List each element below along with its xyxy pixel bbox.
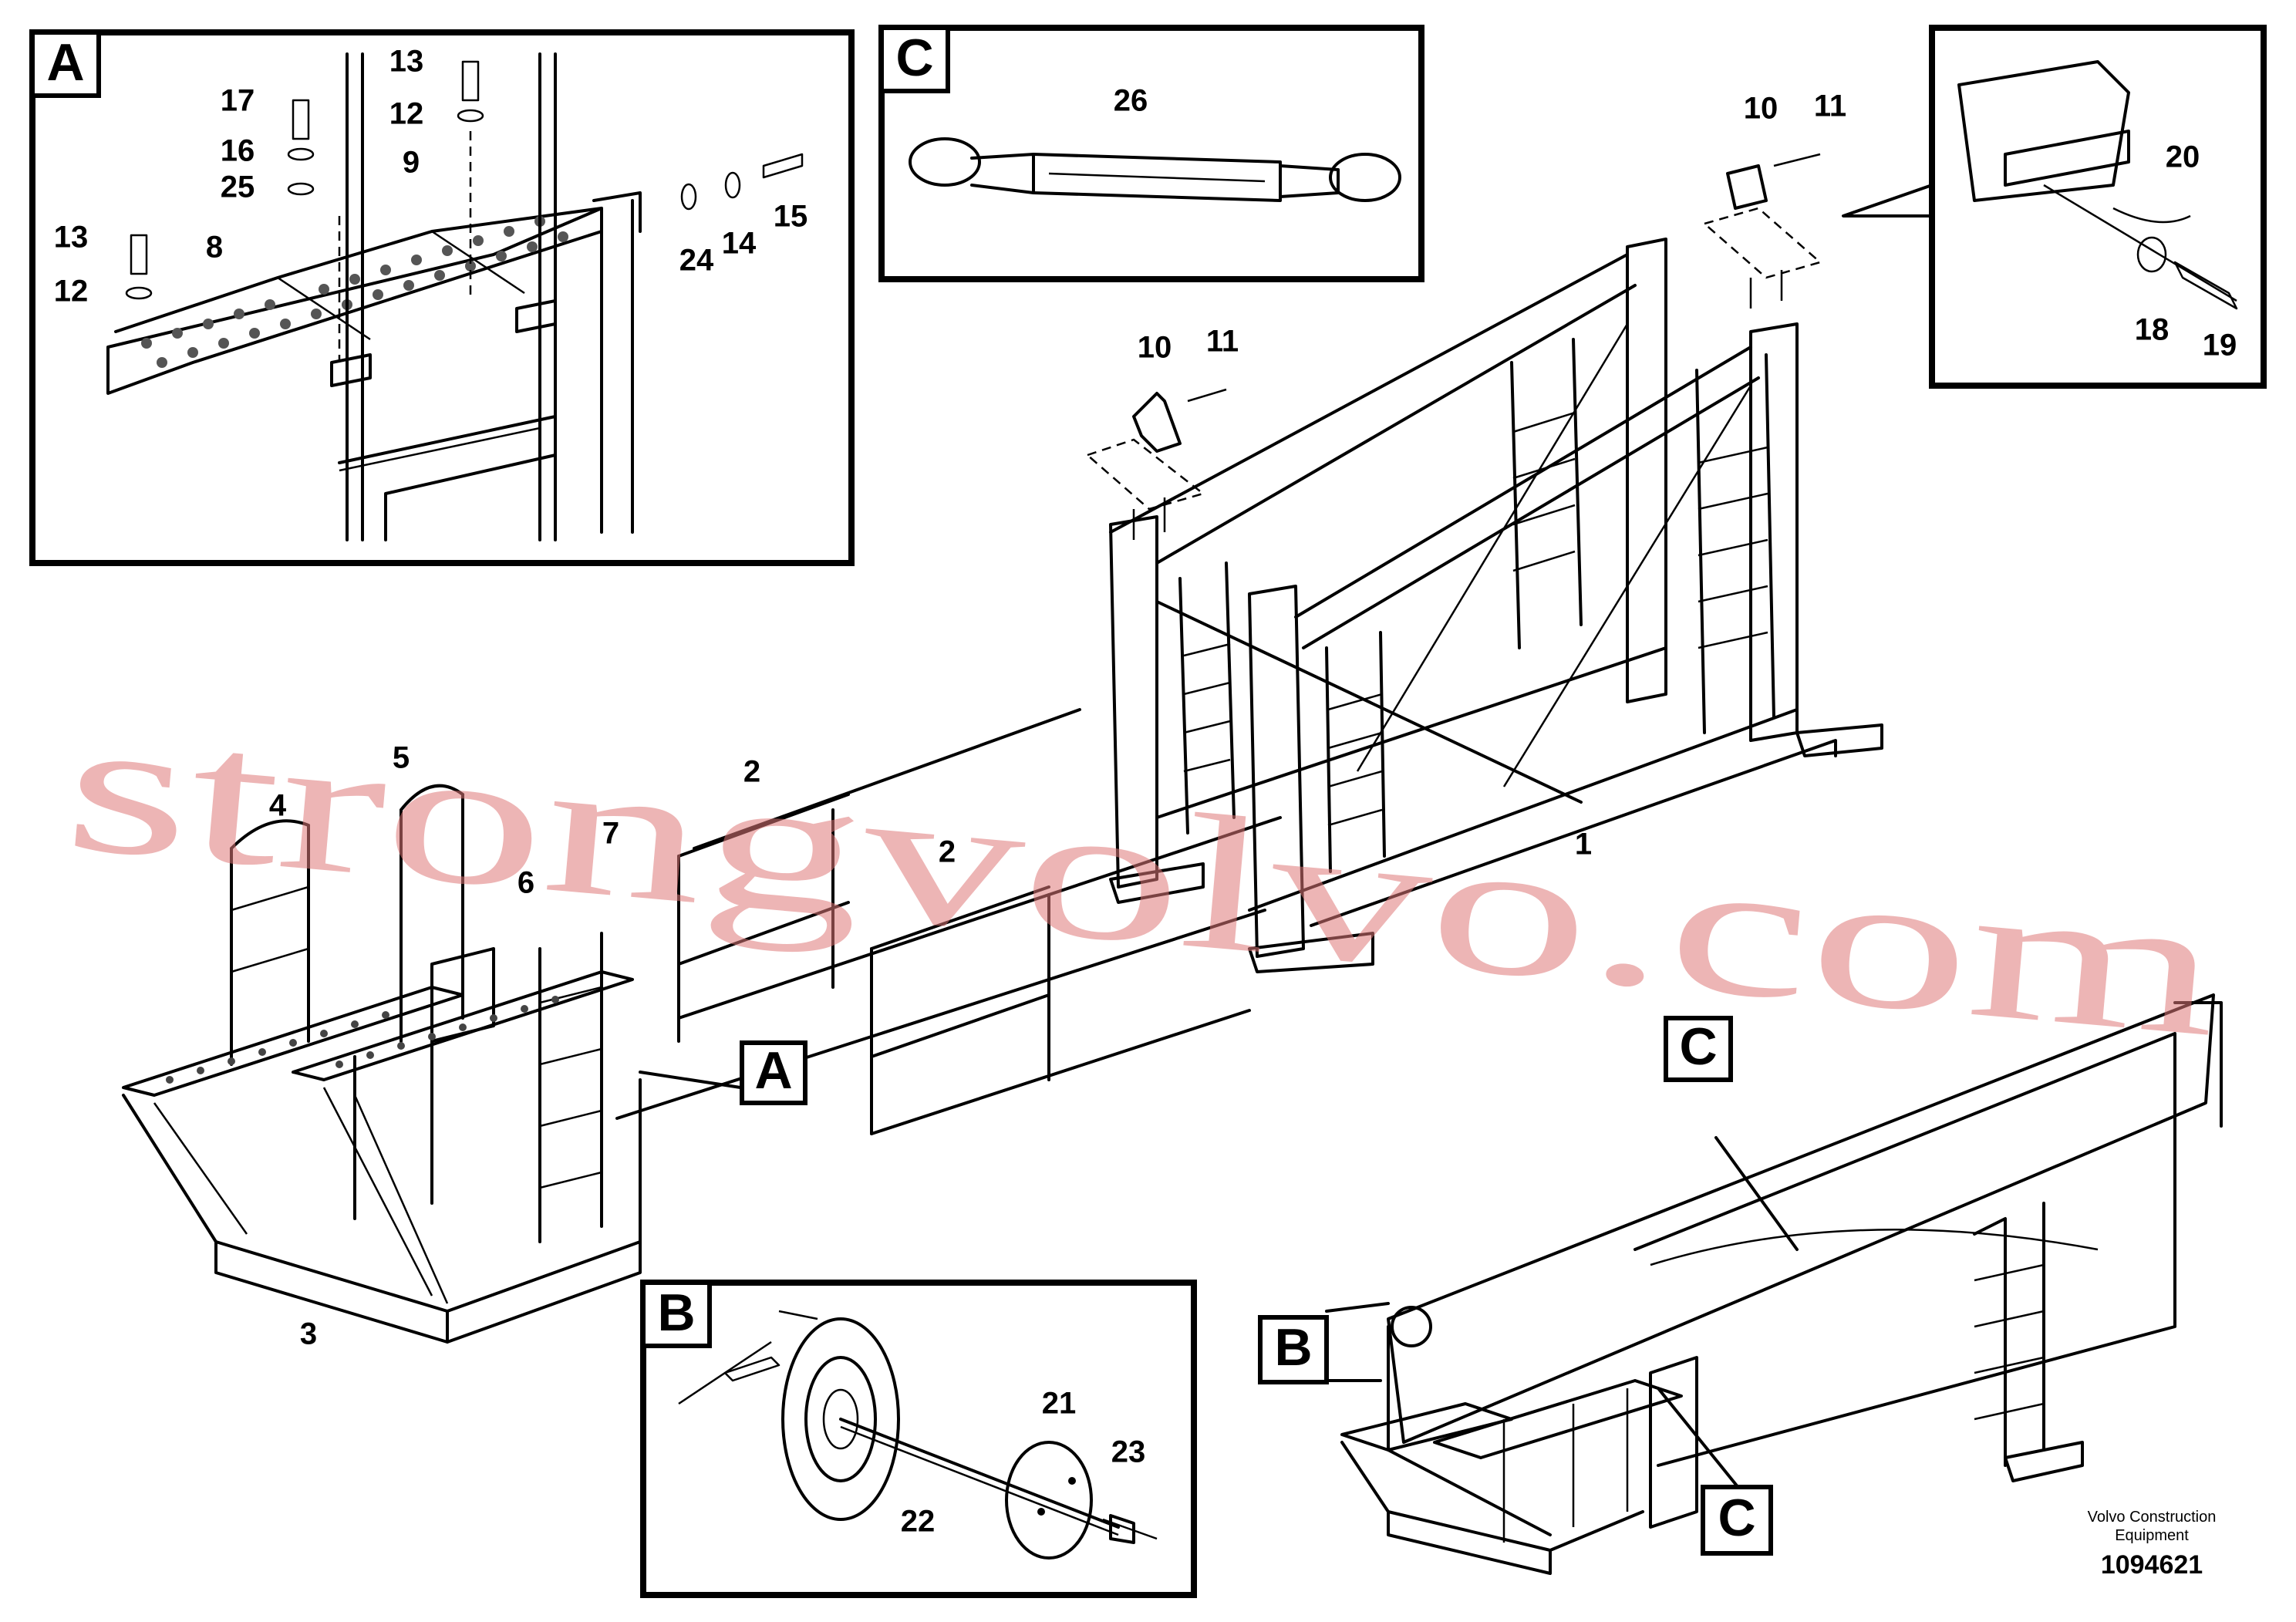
- detail-a-frame-structure: [330, 52, 642, 541]
- part-label-3: 3: [300, 1317, 317, 1351]
- main-tag-a: A: [754, 1041, 792, 1100]
- overview-tag-c-upper: C: [1679, 1017, 1717, 1076]
- callout-a-line: [639, 1071, 742, 1089]
- overview-tag-c-lower-box: [1701, 1485, 1773, 1556]
- part-label-18: 18: [2135, 313, 2170, 347]
- overview-tag-b-box: [1258, 1315, 1329, 1384]
- part-label-22: 22: [901, 1505, 936, 1539]
- detail-c-panel: C 26: [878, 25, 1424, 282]
- pin-detail-frame: [1929, 25, 2267, 389]
- callout-b-lines: [1325, 1302, 1390, 1382]
- part-label-24: 24: [679, 244, 714, 278]
- pin-bracket: [1957, 60, 2130, 202]
- part-label-25: 25: [221, 170, 255, 204]
- part-label-12b: 12: [389, 97, 424, 131]
- part-label-10b: 10: [1138, 331, 1172, 365]
- part-label-9: 9: [403, 146, 420, 180]
- part-label-15: 15: [774, 200, 808, 234]
- part-label-19: 19: [2203, 329, 2237, 363]
- overview-tag-c-upper-box: [1664, 1016, 1733, 1082]
- part-label-11b: 11: [1206, 325, 1239, 359]
- part-label-23: 23: [1111, 1435, 1146, 1469]
- detail-a-tag-box: [30, 30, 101, 98]
- overview-tag-b: B: [1274, 1318, 1312, 1377]
- part-label-20: 20: [2166, 140, 2200, 174]
- pin-bolt: [2173, 261, 2238, 310]
- detail-a-panel: A: [29, 29, 855, 566]
- part-label-16: 16: [221, 134, 255, 168]
- detail-b-tag-box: [641, 1280, 712, 1348]
- part-label-26: 26: [1114, 84, 1148, 118]
- detail-a-frame: [29, 29, 855, 566]
- pin-washer: [2136, 236, 2167, 273]
- detail-c-tag-box: [879, 25, 950, 93]
- callout-c-upper-line: [1714, 1136, 1799, 1251]
- callout-c-lower-line: [1657, 1387, 1741, 1490]
- part-label-2b: 2: [939, 835, 956, 869]
- part-label-12: 12: [54, 275, 89, 309]
- part-label-2a: 2: [743, 755, 760, 789]
- boom-overview: [1325, 993, 2223, 1575]
- sheave-outer: [781, 1317, 900, 1521]
- pin-shaft: [2004, 130, 2130, 187]
- detail-a-tag: A: [46, 33, 84, 92]
- main-frame-assembly: [122, 238, 1883, 1344]
- part-label-11: 11: [1814, 89, 1846, 123]
- part-label-21: 21: [1042, 1387, 1077, 1421]
- detail-b-panel: B 21 23 22: [640, 1280, 1197, 1598]
- main-tag-a-box: [740, 1040, 807, 1105]
- part-label-5: 5: [393, 741, 410, 775]
- part-label-13: 13: [54, 221, 89, 255]
- part-label-14: 14: [722, 227, 757, 261]
- sheave-inner: [804, 1356, 877, 1482]
- credit-block: Volvo Construction Equipment 1094621: [2036, 1508, 2267, 1582]
- part-label-8: 8: [206, 231, 223, 265]
- detail-c-frame: [878, 25, 1424, 282]
- detail-b-tag: B: [657, 1283, 695, 1342]
- pin-detail-callout: [1842, 184, 1934, 218]
- credit-line-1: Volvo Construction: [2087, 1509, 2217, 1526]
- detail-b-frame: [640, 1280, 1197, 1598]
- grating-panels: [106, 207, 603, 395]
- part-label-17: 17: [221, 84, 255, 118]
- part-label-7: 7: [602, 817, 619, 851]
- detail-a-fasteners: [125, 60, 804, 300]
- upper-pins: 10 11 10 11: [1085, 89, 1846, 540]
- nut: [1109, 1514, 1135, 1544]
- detail-c-tag: C: [895, 29, 933, 87]
- overview-tag-c-lower: C: [1718, 1489, 1755, 1547]
- part-label-6: 6: [518, 866, 534, 900]
- pin-detail-panel: 20 18 19: [1929, 25, 2267, 389]
- part-label-13b: 13: [389, 45, 424, 79]
- part-label-4: 4: [269, 789, 287, 823]
- disc: [1005, 1441, 1093, 1560]
- part-label-1: 1: [1575, 828, 1592, 862]
- credit-line-2: Equipment: [2115, 1527, 2189, 1544]
- credit-number: 1094621: [2100, 1550, 2203, 1580]
- part-label-10: 10: [1744, 92, 1778, 126]
- turnbuckle-drawing: [909, 137, 1401, 202]
- rod: [839, 1418, 1120, 1529]
